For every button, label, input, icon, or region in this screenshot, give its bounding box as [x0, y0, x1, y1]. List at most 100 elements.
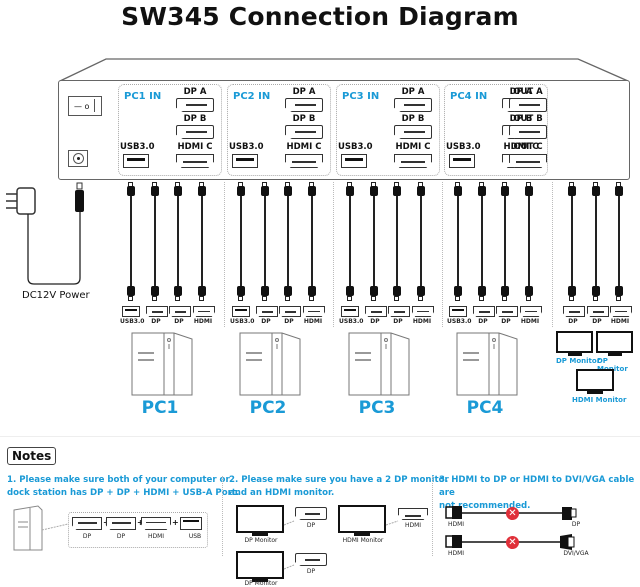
- pc2-dp-b-label: DP B: [292, 114, 316, 124]
- out-b-label: OUT B: [513, 114, 543, 124]
- pc4-cable-4-bottom-tip: [526, 296, 531, 301]
- pc3-dp-port-2: [365, 306, 387, 317]
- pc2-cable-4-top-plug: [308, 186, 316, 196]
- notes-heading: Notes: [7, 447, 57, 465]
- pc2-cable-2-bottom-tip: [262, 296, 267, 301]
- note-divider-2: [432, 476, 433, 556]
- pc1-dp-port-3: [169, 306, 191, 317]
- not-recommended-icon-1: ✕: [506, 507, 519, 520]
- pc4-hdmi-port-4: [520, 306, 542, 317]
- pc3-cable-1-bottom-tip: [347, 296, 352, 301]
- pc1-port-label-2: DP: [151, 318, 161, 325]
- out-cable-3-bottom-tip: [616, 296, 621, 301]
- note-2-text: 2. Please make sure you have a 2 DP moni…: [229, 474, 449, 500]
- pc4-hdmi-c-label: HDMI C: [503, 142, 539, 152]
- pc2-input-group: [227, 84, 331, 176]
- pc2-cable-3: [287, 196, 289, 286]
- power-switch[interactable]: — o: [68, 96, 102, 116]
- pc4-dp-port-3: [496, 306, 518, 317]
- pc2-tower-icon: [239, 332, 301, 396]
- out-dp-port-2: [587, 306, 609, 317]
- note-1-plus-3: +: [172, 518, 179, 527]
- pc2-input-label: PC2 IN: [233, 91, 271, 102]
- note-2-dp-monitor-label-2: DP Monitor: [244, 580, 278, 587]
- note-3-row-1-left: HDMI: [447, 521, 465, 528]
- note-divider-1: [222, 476, 223, 556]
- pc1-cable-2-bottom-tip: [152, 296, 157, 301]
- pc3-usb-port: [341, 154, 367, 168]
- pc2-cable-1: [240, 196, 242, 286]
- pc1-cable-2-bottom-plug: [151, 286, 159, 296]
- pc4-cable-3-top-plug: [501, 186, 509, 196]
- note-1-port-label-1: DP: [82, 533, 92, 540]
- pc3-cable-2: [373, 196, 375, 286]
- pc4-port-label-3: DP: [501, 318, 511, 325]
- pc2-cable-3-top-plug: [284, 186, 292, 196]
- note-2-dp-monitor-label-1: DP Monitor: [244, 537, 278, 544]
- dc-power-jack: [68, 150, 88, 167]
- pc2-dp-port-2: [256, 306, 278, 317]
- note-2-dp-label-2: DP: [306, 568, 316, 575]
- pc3-cable-3-bottom-tip: [394, 296, 399, 301]
- note-3-row-2-left: HDMI: [447, 550, 465, 557]
- note-1-plus-2: +: [137, 518, 144, 527]
- pc4-cable-2-top-plug: [478, 186, 486, 196]
- pc1-cable-1-bottom-tip: [128, 296, 133, 301]
- pc1-port-label-4: HDMI: [193, 318, 213, 325]
- pc2-port-label-4: HDMI: [303, 318, 323, 325]
- pc2-hdmi-c-port: [285, 154, 323, 168]
- note-3-line-2: not recommended.: [439, 501, 531, 511]
- pc2-cable-2: [264, 196, 266, 286]
- pc3-cable-4-top-plug: [417, 186, 425, 196]
- out-port-label-2: DP: [592, 318, 602, 325]
- pc4-label: PC4: [466, 398, 504, 418]
- pc4-usb-port: [449, 154, 475, 168]
- pc-tower-small-icon: [13, 505, 69, 551]
- note-2-line-2: and an HDMI monitor.: [229, 488, 335, 498]
- pc1-dp-b-port: [176, 125, 214, 139]
- pc3-port-label-1: USB3.0: [339, 318, 364, 325]
- pc3-cable-3-top-plug: [393, 186, 401, 196]
- pc4-dp-b-label: DP B: [509, 114, 533, 124]
- note-3-row-1-right: DP: [571, 521, 581, 528]
- pc1-cable-3-top-plug: [174, 186, 182, 196]
- pc1-cable-3-bottom-tip: [175, 296, 180, 301]
- pc1-cable-1: [130, 196, 132, 286]
- note-2-hdmi-label: HDMI: [404, 522, 422, 529]
- note-3-line-1: 3. HDMI to DP or HDMI to DVI/VGA cable a…: [439, 475, 635, 498]
- pc3-cable-1-bottom-plug: [346, 286, 354, 296]
- pc1-dp-a-port: [176, 98, 214, 112]
- pc2-usb-port: [232, 154, 258, 168]
- note-2-line-1: 2. Please make sure you have a 2 DP moni…: [229, 475, 449, 485]
- pc2-hdmi-c-label: HDMI C: [286, 142, 322, 152]
- pc1-hdmi-c-port: [176, 154, 214, 168]
- pc4-cable-2: [481, 196, 483, 286]
- pc3-dp-b-label: DP B: [401, 114, 425, 124]
- pc2-cable-2-bottom-plug: [261, 286, 269, 296]
- note-1-port-label-2: DP: [116, 533, 126, 540]
- pc3-input-group: [336, 84, 440, 176]
- pc2-cable-1-bottom-plug: [237, 286, 245, 296]
- pc2-cable-3-bottom-plug: [284, 286, 292, 296]
- note-1-line-2: dock station has DP + DP + HDMI + USB-A …: [7, 488, 240, 498]
- cable-group-divider-4: [552, 182, 553, 327]
- pc2-cable-1-top-plug: [237, 186, 245, 196]
- pc2-dp-b-port: [285, 125, 323, 139]
- pc1-dp-port-2: [146, 306, 168, 317]
- pc1-hdmi-c-label: HDMI C: [177, 142, 213, 152]
- pc3-cable-2-bottom-plug: [370, 286, 378, 296]
- section-divider: [0, 436, 640, 437]
- pc1-dp-a-label: DP A: [183, 87, 207, 97]
- pc1-label: PC1: [141, 398, 179, 418]
- pc2-cable-3-bottom-tip: [285, 296, 290, 301]
- pc3-cable-2-top-plug: [370, 186, 378, 196]
- pc4-port-label-4: HDMI: [520, 318, 540, 325]
- pc2-hdmi-port-4: [303, 306, 325, 317]
- pc2-cable-4: [311, 196, 313, 286]
- power-adapter-icon: [6, 182, 84, 285]
- pc4-cable-3-bottom-tip: [502, 296, 507, 301]
- pc4-usb-port-1: [449, 306, 467, 317]
- out-a-port: [509, 98, 547, 112]
- out-cable-3: [618, 196, 620, 286]
- pc1-cable-4: [201, 196, 203, 286]
